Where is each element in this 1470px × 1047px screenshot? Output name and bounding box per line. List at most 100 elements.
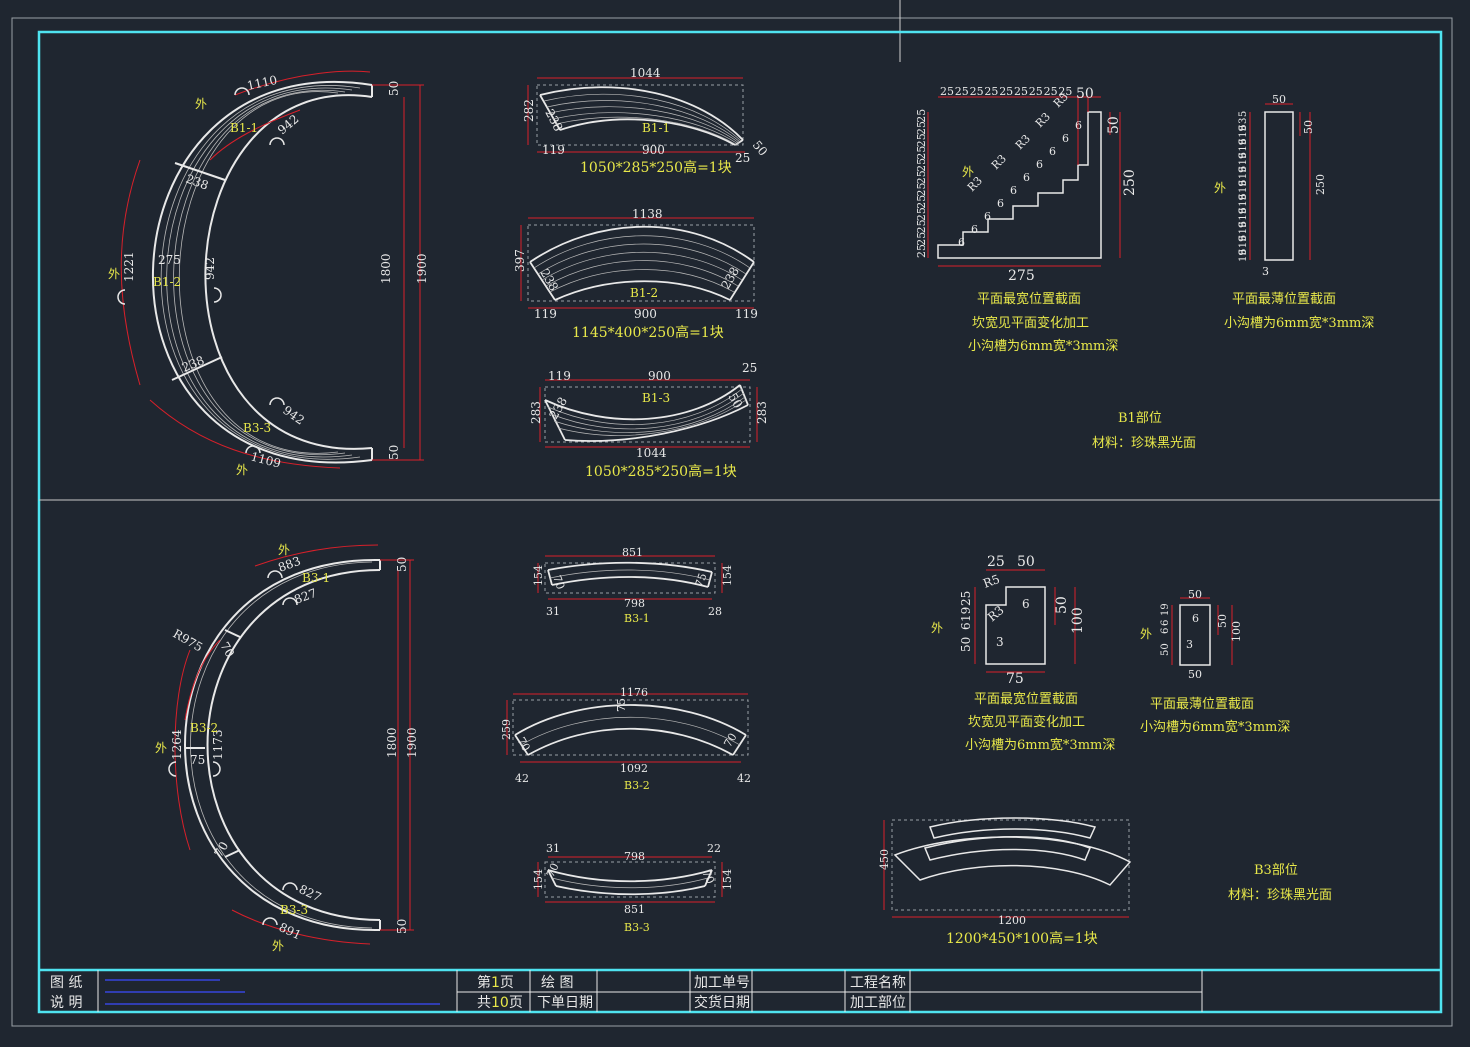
b1sw-radius: R3 xyxy=(989,152,1009,172)
b3-h1800: 1800 xyxy=(385,727,399,758)
b3sw-right100: 100 xyxy=(1070,607,1086,634)
b3-outer-bot: 外 xyxy=(272,939,284,953)
b3sw-r5: R5 xyxy=(981,572,1001,591)
b3p1-bl: 31 xyxy=(546,605,560,618)
b3p3-d2: 70 xyxy=(699,868,717,886)
b1-material: 材料：珍珠黑光面 xyxy=(1092,436,1196,451)
b3st-step-left: 50 xyxy=(1160,643,1171,656)
b3sw-top25: 25 xyxy=(987,554,1005,570)
b3-dim-r: R975 xyxy=(171,626,206,654)
b1sw-step-left: 25 xyxy=(915,158,928,172)
b1sw-step-top: 25 xyxy=(955,85,969,98)
b1st-bottom: 3 xyxy=(1262,265,1269,278)
b1-seg-bot: B3-3 xyxy=(243,421,271,435)
b1p2-name: B1-2 xyxy=(630,286,658,300)
b3sw-r3: R3 xyxy=(985,603,1007,624)
notes-label-2: 说 明 xyxy=(50,995,82,1011)
b3p2-br: 42 xyxy=(737,772,751,785)
b1sw-cap3: 小沟槽为6mm宽*3mm深 xyxy=(968,338,1118,354)
b3-dim-mid-outer: 1264 xyxy=(170,729,184,760)
notes-lines xyxy=(105,979,440,1005)
b1sw-groove: 6 xyxy=(997,197,1004,210)
b1st-step-left: 19 xyxy=(1238,180,1249,193)
b3b-spec: 1200*450*100高=1块 xyxy=(946,930,1098,947)
b3st-three: 3 xyxy=(1186,638,1193,651)
b1-dim-mid-inner: 942 xyxy=(203,257,217,280)
b1st-cap1: 平面最薄位置截面 xyxy=(1232,292,1336,307)
b1p1-spec: 1050*285*250高=1块 xyxy=(580,159,732,176)
b3p1-d1: 70 xyxy=(550,574,567,592)
b3st-step-left: 6 xyxy=(1160,620,1171,626)
b1sw-step-left: 25 xyxy=(915,183,928,197)
b3p1-bottom: 798 xyxy=(624,597,645,610)
b3sw-step-left: 19 xyxy=(959,607,973,622)
b1p1-top: 1044 xyxy=(630,66,661,80)
b3p3-d1: 70 xyxy=(544,861,562,879)
b1p3-bottom: 1044 xyxy=(636,446,667,460)
b1st-top: 50 xyxy=(1272,93,1286,106)
page-number: 第1页 xyxy=(477,974,514,991)
b1sw-radius: R3 xyxy=(1033,110,1053,130)
b1-piece-2: 1138 397 238 238 B1-2 900 119 119 1145*4… xyxy=(513,207,758,341)
b1st-right50: 50 xyxy=(1302,120,1315,134)
b1-arc-dims xyxy=(120,70,424,469)
b3-h1900: 1900 xyxy=(405,727,419,758)
b3p1-left: 154 xyxy=(532,565,545,586)
b3sw-top50: 50 xyxy=(1017,554,1035,570)
b1sw-groove: 6 xyxy=(1075,119,1082,132)
b3p3-top: 798 xyxy=(624,850,645,863)
b1p1-bl: 119 xyxy=(542,143,565,157)
b1p2-spec: 1145*400*250高=1块 xyxy=(572,324,724,341)
project-label: 工程名称 xyxy=(850,975,906,991)
b3st-right100: 100 xyxy=(1230,621,1243,642)
b1sw-outer: 外 xyxy=(962,165,974,179)
b1st-cap2: 小沟槽为6mm宽*3mm深 xyxy=(1224,315,1374,331)
outer-frame xyxy=(11,17,1453,1027)
b3sw-six: 6 xyxy=(1022,597,1030,611)
b1-outer-bot: 外 xyxy=(236,463,248,477)
b1-d50a: 50 xyxy=(387,81,401,96)
b3p1-right: 154 xyxy=(721,565,734,586)
b3p1-top: 851 xyxy=(622,546,643,559)
b3st-step-left: 6 xyxy=(1160,628,1171,634)
b3p3-right: 154 xyxy=(721,869,734,890)
b1st-step-left: 19 xyxy=(1238,249,1249,262)
b3-d50b: 50 xyxy=(395,919,409,934)
b1st-step-left: 6 xyxy=(1238,152,1249,158)
b1st-step-left: 3 xyxy=(1238,118,1249,124)
b3-outer-mid: 外 xyxy=(155,741,167,755)
b1st-step-left: 6 xyxy=(1238,194,1249,200)
drawing-border xyxy=(37,30,1443,1014)
b1st-step-left: 19 xyxy=(1238,208,1249,221)
b1sw-step-top: 25 xyxy=(940,85,954,98)
b1sw-groove: 6 xyxy=(1036,158,1043,171)
b3sw-outer: 外 xyxy=(931,621,943,635)
b1p1-left: 282 xyxy=(522,99,536,122)
b1p3-tl: 119 xyxy=(548,369,571,383)
b1p2-bottom: 900 xyxy=(634,307,657,321)
b1sw-step-top: 25 xyxy=(1029,85,1043,98)
b1-part-label: B1部位 xyxy=(1118,411,1162,426)
b3b-bottom: 1200 xyxy=(998,914,1026,927)
b1-seg-top: B1-1 xyxy=(230,121,258,135)
b1p2-br: 119 xyxy=(735,307,758,321)
b3st-six: 6 xyxy=(1192,612,1199,625)
b1st-step-left: 6 xyxy=(1238,221,1249,227)
b1st-outer: 外 xyxy=(1214,181,1226,195)
b1sw-groove: 6 xyxy=(971,223,978,236)
b3p2-d3: 70 xyxy=(721,731,739,750)
b1-w3: 238 xyxy=(180,353,206,375)
b3p3-tr: 22 xyxy=(707,842,721,855)
b1-outer-mid: 外 xyxy=(108,267,120,281)
b3sw-cap3: 小沟槽为6mm宽*3mm深 xyxy=(965,737,1115,753)
b3p2-name: B3-2 xyxy=(624,779,650,792)
b1-h1900: 1900 xyxy=(415,253,429,284)
b3sw-cap2: 坎宽见平面变化加工 xyxy=(968,714,1085,730)
b1st-step-left: 5 xyxy=(1238,111,1249,117)
b3p3-tl: 31 xyxy=(546,842,560,855)
b1-w2: 275 xyxy=(158,253,181,267)
b1p1-bottom: 900 xyxy=(642,143,665,157)
b3st-outer: 外 xyxy=(1140,627,1152,641)
